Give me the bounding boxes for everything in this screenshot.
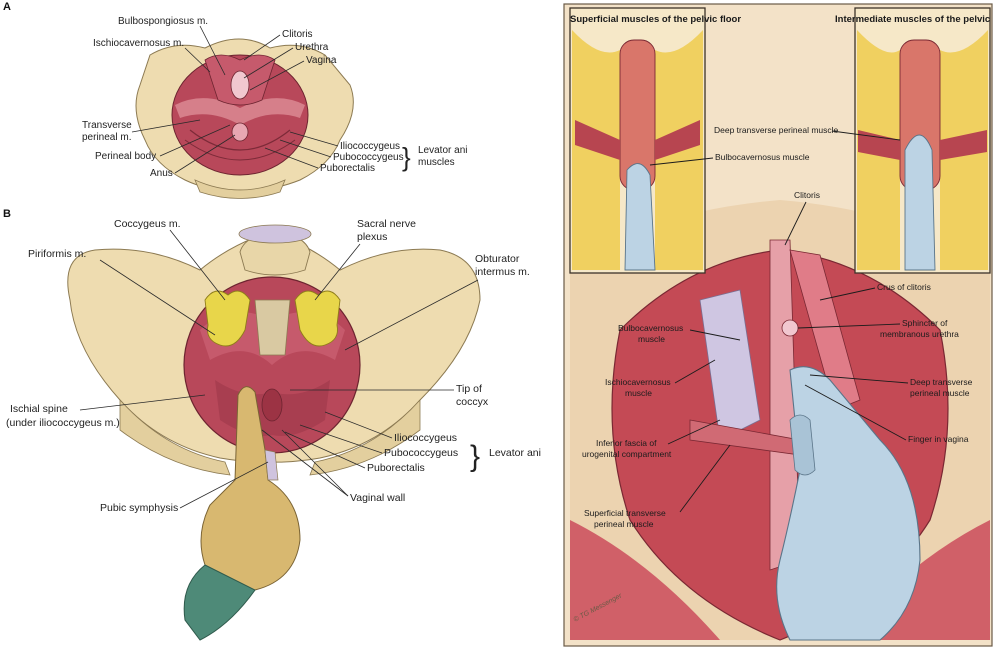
- label-levator-b: Levator ani: [489, 447, 541, 459]
- label-pubic-symphysis: Pubic symphysis: [100, 502, 178, 514]
- label-iliococcygeus-b: Iliococcygeus: [394, 432, 457, 444]
- panel-b-nerve-plexus: [204, 290, 341, 347]
- label-bulbo-1: Bulbocavernosus: [618, 323, 683, 333]
- label-ischiocavernosus: Ischiocavernosus m.: [93, 38, 184, 49]
- panel-b-gloved-hand: [183, 386, 301, 641]
- label-bulbocavernosus-inset: Bulbocavernosus muscle: [715, 152, 810, 162]
- label-sacral-2: plexus: [357, 231, 387, 243]
- gloved-finger: [776, 366, 921, 641]
- label-puborectalis-b: Puborectalis: [367, 462, 425, 474]
- label-bulbospongiosus: Bulbospongiosus m.: [118, 16, 208, 27]
- right-illustration: Superficial muscles of the pelvic floor …: [563, 3, 993, 647]
- label-superficial-2: perineal muscle: [594, 519, 654, 529]
- label-tip-2: coccyx: [456, 396, 489, 408]
- label-coccygeus: Coccygeus m.: [114, 218, 181, 230]
- label-transverse-1: Transverse: [82, 120, 132, 131]
- label-clitoris: Clitoris: [282, 29, 313, 40]
- label-puborectalis-a: Puborectalis: [320, 163, 375, 174]
- label-bulbo-2: muscle: [638, 334, 665, 344]
- label-finger: Finger in vagina: [908, 434, 969, 444]
- label-tip-1: Tip of: [456, 383, 482, 395]
- label-ischial-2: (under iliococcygeus m.): [6, 417, 120, 429]
- label-crus: Crus of clitoris: [877, 282, 931, 292]
- brace-a: }: [402, 142, 411, 172]
- label-levator-a-1: Levator ani: [418, 145, 467, 156]
- label-inferior-1: Inferior fascia of: [596, 438, 657, 448]
- label-ischio-1: Ischiocavernosus: [605, 377, 671, 387]
- label-pubococcygeus-b: Pubococcygeus: [384, 447, 458, 459]
- panel-a-labels: Bulbospongiosus m. Ischiocavernosus m. C…: [82, 16, 467, 179]
- label-vaginal-wall: Vaginal wall: [350, 492, 405, 504]
- label-ischio-2: muscle: [625, 388, 652, 398]
- brace-b: }: [470, 440, 480, 473]
- label-sphincter-1: Sphincter of: [902, 318, 948, 328]
- label-vagina: Vagina: [306, 55, 337, 66]
- label-iliococcygeus-a: Iliococcygeus: [340, 141, 400, 152]
- panel-b-labels: Coccygeus m. Sacral nerve plexus Pirifor…: [6, 218, 541, 514]
- label-pubococcygeus-a: Pubococcygeus: [333, 152, 404, 163]
- panel-b-letter: B: [3, 208, 11, 220]
- label-inferior-2: urogenital compartment: [582, 449, 672, 459]
- left-illustration: A Bulbospongiosus m. Ischiocavernosus m.…: [3, 1, 541, 641]
- label-anus: Anus: [150, 168, 173, 179]
- label-deep-1: Deep transverse: [910, 377, 973, 387]
- label-ischial-1: Ischial spine: [10, 403, 68, 415]
- panel-a-muscles: [171, 54, 309, 176]
- inset-left-title: Superficial muscles of the pelvic floor: [570, 14, 741, 25]
- inset-right-title: Intermediate muscles of the pelvic floor: [835, 14, 993, 25]
- label-piriformis: Piriformis m.: [28, 248, 86, 260]
- label-urethra: Urethra: [295, 42, 329, 53]
- right-labels: Deep transverse perineal muscle Bulbocav…: [572, 125, 972, 624]
- label-clitoris-right: Clitoris: [794, 190, 820, 200]
- label-perineal-body: Perineal body: [95, 151, 156, 162]
- label-deep-2: perineal muscle: [910, 388, 970, 398]
- inset-superficial: [569, 7, 706, 274]
- label-superficial-1: Superficial transverse: [584, 508, 666, 518]
- label-obturator-1: Obturator: [475, 253, 520, 265]
- panel-a-letter: A: [3, 1, 11, 13]
- label-sacral-1: Sacral nerve: [357, 218, 416, 230]
- label-deep-transverse-inset: Deep transverse perineal muscle: [714, 125, 839, 135]
- label-sphincter-2: membranous urethra: [880, 329, 959, 339]
- label-transverse-2: perineal m.: [82, 132, 131, 143]
- label-levator-a-2: muscles: [418, 157, 455, 168]
- inset-intermediate: [854, 7, 991, 274]
- label-obturator-2: intermus m.: [475, 266, 530, 278]
